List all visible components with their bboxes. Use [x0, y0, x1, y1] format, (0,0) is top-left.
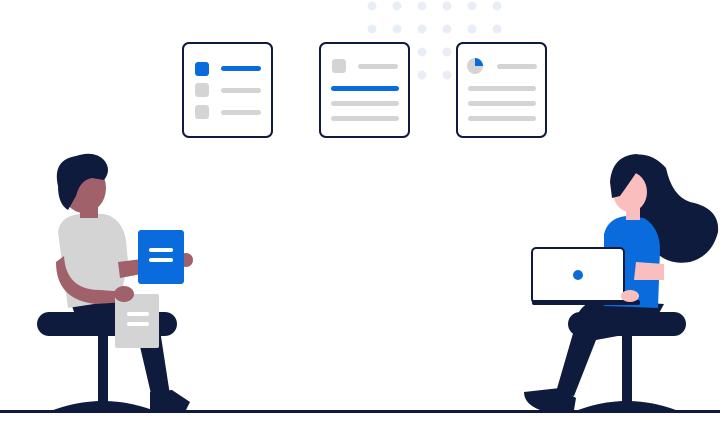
decorative-dot [442, 24, 452, 34]
decorative-dot [442, 47, 452, 57]
report-card [456, 42, 547, 138]
decorative-dot [392, 24, 402, 34]
decorative-dot [367, 1, 377, 11]
form-icon [332, 59, 346, 73]
decorative-dot [417, 1, 427, 11]
laptop-icon [531, 247, 640, 305]
decorative-dot [442, 1, 452, 11]
checklist-card [182, 42, 273, 138]
decorative-dot [392, 1, 402, 11]
man-head [56, 153, 108, 213]
decorative-dot [492, 24, 502, 34]
man-with-documents [37, 153, 193, 412]
decorative-dot [367, 24, 377, 34]
pie-chart-icon [467, 58, 483, 74]
decorative-dot [417, 70, 427, 80]
decorative-dot [467, 24, 477, 34]
checkbox-icon [195, 105, 209, 119]
decorative-dot [492, 1, 502, 11]
paper-icon [115, 294, 159, 348]
decorative-dot [442, 70, 452, 80]
decorative-dot [467, 1, 477, 11]
form-card [319, 42, 410, 138]
decorative-dot [417, 24, 427, 34]
document-icon [138, 230, 184, 284]
floor-line [0, 410, 720, 413]
decorative-dot [417, 47, 427, 57]
checkbox-checked-icon [195, 62, 209, 76]
woman-with-laptop [524, 154, 719, 412]
checkbox-icon [195, 83, 209, 97]
